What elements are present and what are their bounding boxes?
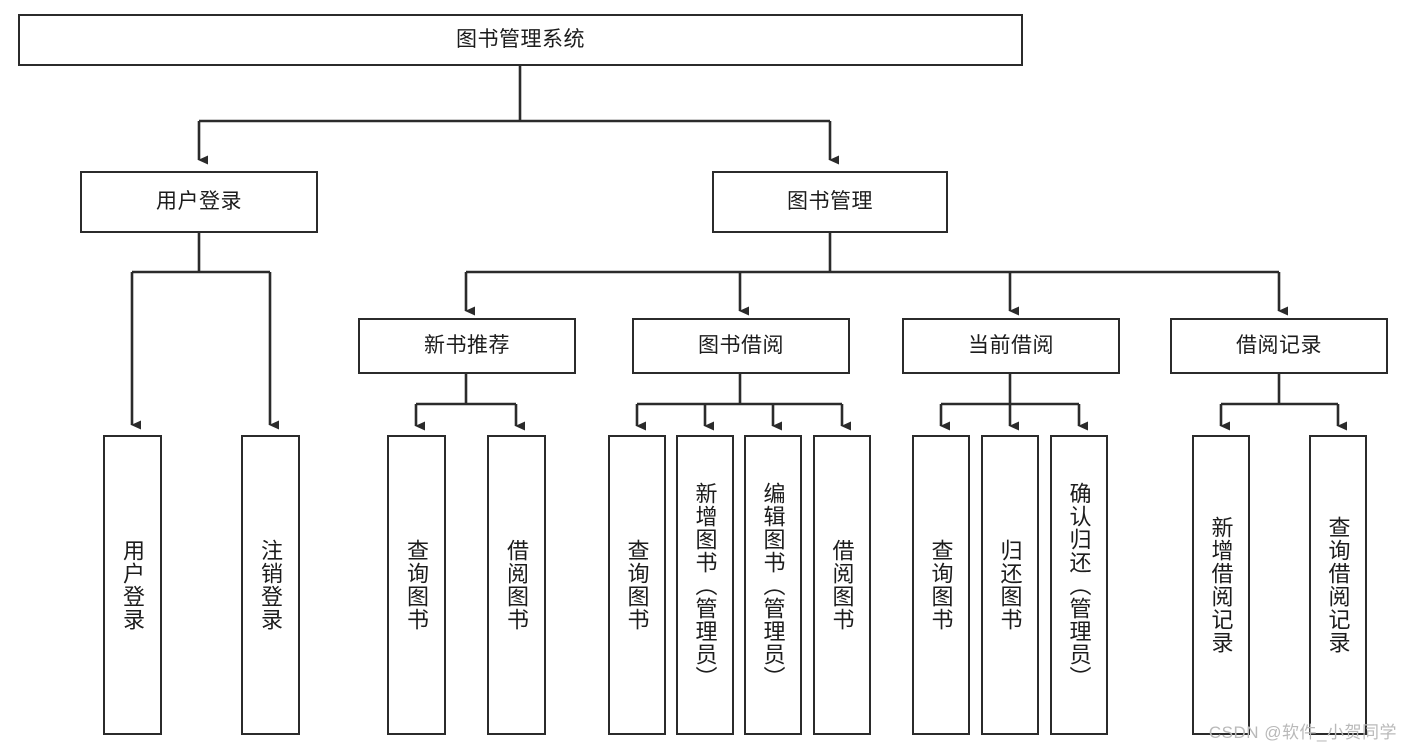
leaf-book-borrow-borrow[interactable]: 借阅图书 bbox=[813, 435, 871, 735]
leaf-user-login-logout[interactable]: 注销登录 bbox=[241, 435, 300, 735]
leaf-borrow-record-query[interactable]: 查询借阅记录 bbox=[1309, 435, 1367, 735]
node-label: 新增图书（管理员） bbox=[692, 482, 718, 689]
node-label: 用户登录 bbox=[156, 189, 242, 213]
node-label: 借阅记录 bbox=[1236, 333, 1322, 357]
node-label: 注销登录 bbox=[258, 539, 284, 631]
leaf-user-login-login[interactable]: 用户登录 bbox=[103, 435, 162, 735]
node-label: 归还图书 bbox=[997, 539, 1023, 631]
watermark-text: CSDN @软件_小贺同学 bbox=[1208, 723, 1397, 742]
node-label: 查询图书 bbox=[928, 539, 954, 631]
node-new-book-recommend[interactable]: 新书推荐 bbox=[358, 318, 576, 374]
node-label: 图书借阅 bbox=[698, 333, 784, 357]
node-label: 查询图书 bbox=[624, 539, 650, 631]
leaf-new-book-borrow[interactable]: 借阅图书 bbox=[487, 435, 546, 735]
node-label: 图书管理系统 bbox=[456, 27, 585, 51]
node-borrow-record[interactable]: 借阅记录 bbox=[1170, 318, 1388, 374]
leaf-new-book-query[interactable]: 查询图书 bbox=[387, 435, 446, 735]
node-current-borrow[interactable]: 当前借阅 bbox=[902, 318, 1120, 374]
node-label: 新增借阅记录 bbox=[1208, 516, 1234, 654]
node-root-system[interactable]: 图书管理系统 bbox=[18, 14, 1023, 66]
leaf-current-borrow-return[interactable]: 归还图书 bbox=[981, 435, 1039, 735]
node-label: 当前借阅 bbox=[968, 333, 1054, 357]
leaf-book-borrow-query[interactable]: 查询图书 bbox=[608, 435, 666, 735]
node-label: 查询借阅记录 bbox=[1325, 516, 1351, 654]
node-label: 编辑图书（管理员） bbox=[760, 482, 786, 689]
leaf-borrow-record-add[interactable]: 新增借阅记录 bbox=[1192, 435, 1250, 735]
node-label: 借阅图书 bbox=[504, 539, 530, 631]
node-book-manage[interactable]: 图书管理 bbox=[712, 171, 948, 233]
node-label: 查询图书 bbox=[404, 539, 430, 631]
node-label: 图书管理 bbox=[787, 189, 873, 213]
leaf-book-borrow-add[interactable]: 新增图书（管理员） bbox=[676, 435, 734, 735]
node-label: 新书推荐 bbox=[424, 333, 510, 357]
node-user-login[interactable]: 用户登录 bbox=[80, 171, 318, 233]
leaf-book-borrow-edit[interactable]: 编辑图书（管理员） bbox=[744, 435, 802, 735]
node-book-borrow[interactable]: 图书借阅 bbox=[632, 318, 850, 374]
leaf-current-borrow-confirm[interactable]: 确认归还（管理员） bbox=[1050, 435, 1108, 735]
leaf-current-borrow-query[interactable]: 查询图书 bbox=[912, 435, 970, 735]
node-label: 确认归还（管理员） bbox=[1066, 482, 1092, 689]
node-label: 借阅图书 bbox=[829, 539, 855, 631]
node-label: 用户登录 bbox=[120, 539, 146, 631]
